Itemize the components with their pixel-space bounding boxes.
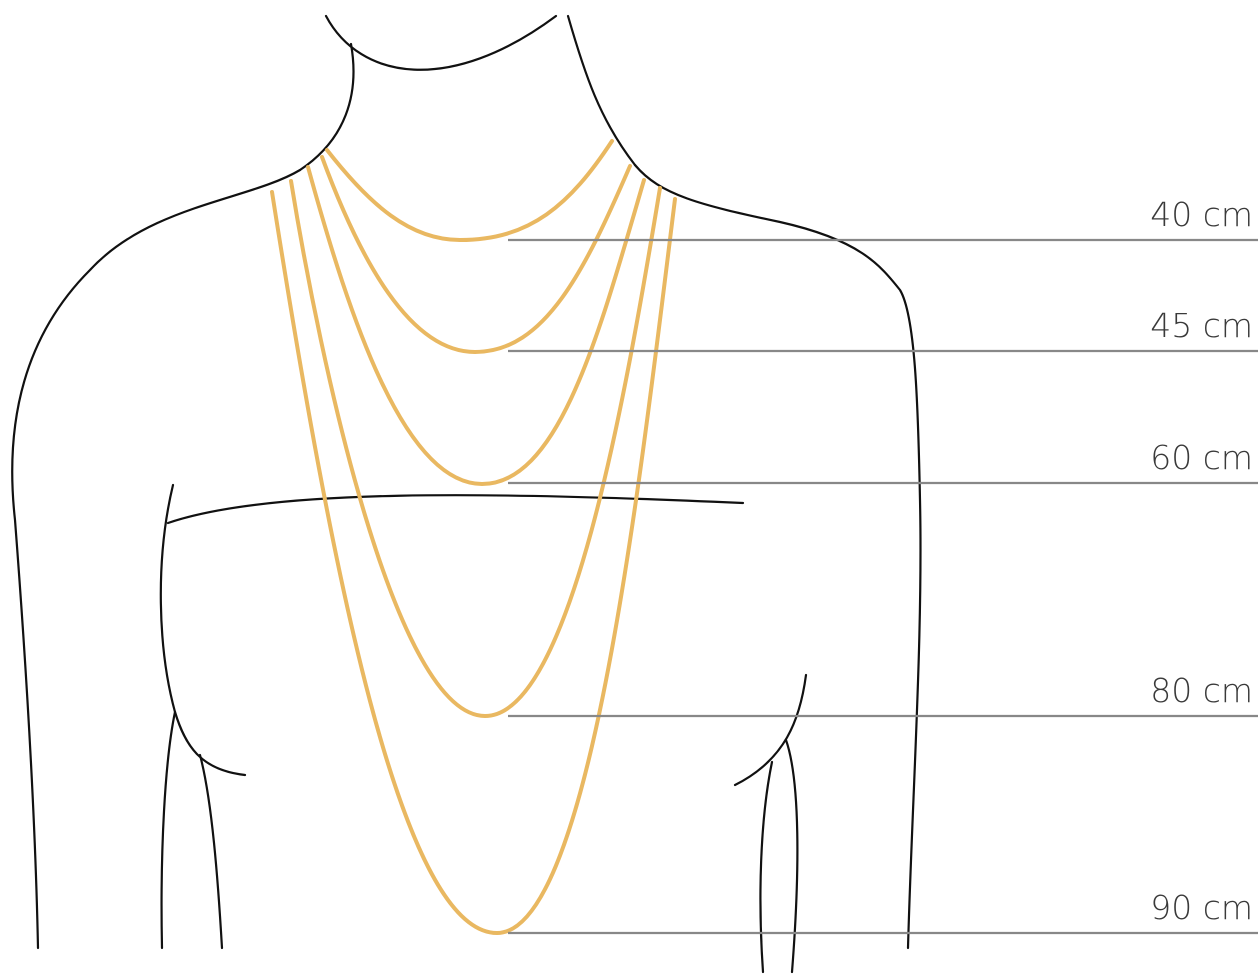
arm-right-inner-b — [786, 740, 797, 972]
label-40cm: 40 cm — [1150, 195, 1253, 234]
chest-line — [168, 495, 743, 523]
necklace-80 — [291, 181, 660, 716]
necklaces — [272, 141, 675, 933]
necklace-60 — [308, 167, 644, 484]
guide-lines — [508, 240, 1258, 933]
collar-curve — [326, 16, 556, 70]
arm-left-inner-a — [162, 712, 175, 948]
label-45cm: 45 cm — [1150, 306, 1253, 345]
necklace-45 — [322, 157, 630, 352]
label-60cm: 60 cm — [1150, 438, 1253, 477]
label-90cm: 90 cm — [1150, 888, 1253, 927]
arm-left-outer — [161, 485, 245, 775]
torso-outline — [12, 16, 920, 972]
necklace-90 — [272, 192, 675, 933]
length-labels: 40 cm 45 cm 60 cm 80 cm 90 cm — [1150, 195, 1253, 927]
neck-right — [568, 16, 635, 165]
arm-left-inner-b — [200, 755, 222, 948]
shoulder-left — [12, 170, 300, 948]
label-80cm: 80 cm — [1150, 671, 1253, 710]
necklace-40 — [327, 141, 612, 240]
shoulder-right — [635, 165, 921, 948]
arm-right-inner-a — [760, 762, 772, 972]
